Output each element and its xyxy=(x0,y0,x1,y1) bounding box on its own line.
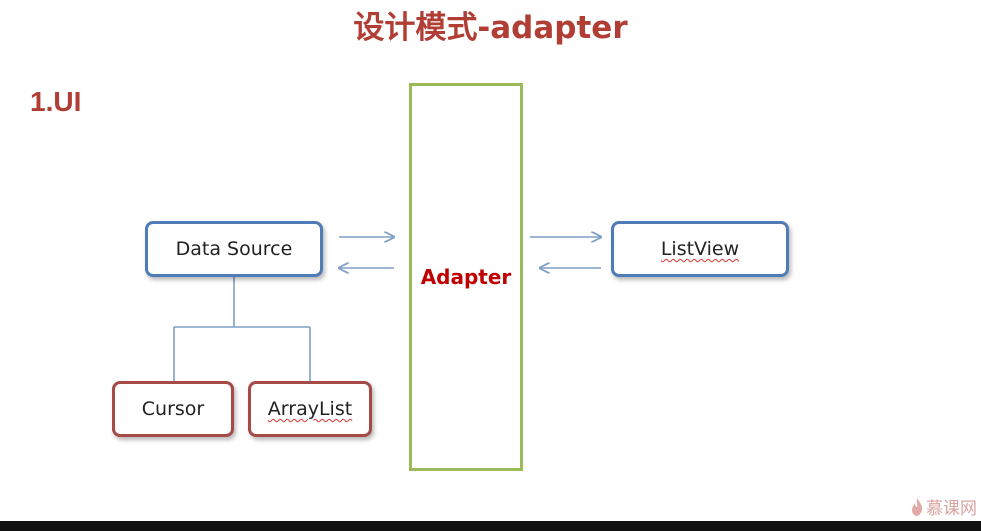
arraylist-label: ArrayList xyxy=(267,398,353,420)
adapter-label: Adapter xyxy=(420,265,512,289)
adapter-node: Adapter xyxy=(409,83,523,471)
slide-title: 设计模式-adapter xyxy=(353,10,628,46)
bottom-bar xyxy=(0,521,981,531)
cursor-node: Cursor xyxy=(112,381,234,437)
listview-label: ListView xyxy=(660,238,740,260)
flame-icon xyxy=(912,497,923,516)
section-label: 1.UI xyxy=(30,86,82,117)
watermark-text: 慕课网 xyxy=(926,499,977,519)
arraylist-node: ArrayList xyxy=(248,381,372,437)
data-source-node: Data Source xyxy=(145,221,323,277)
watermark: 慕课网 xyxy=(910,494,977,519)
data-source-label: Data Source xyxy=(175,238,293,260)
listview-node: ListView xyxy=(611,221,789,277)
cursor-label: Cursor xyxy=(141,398,205,420)
